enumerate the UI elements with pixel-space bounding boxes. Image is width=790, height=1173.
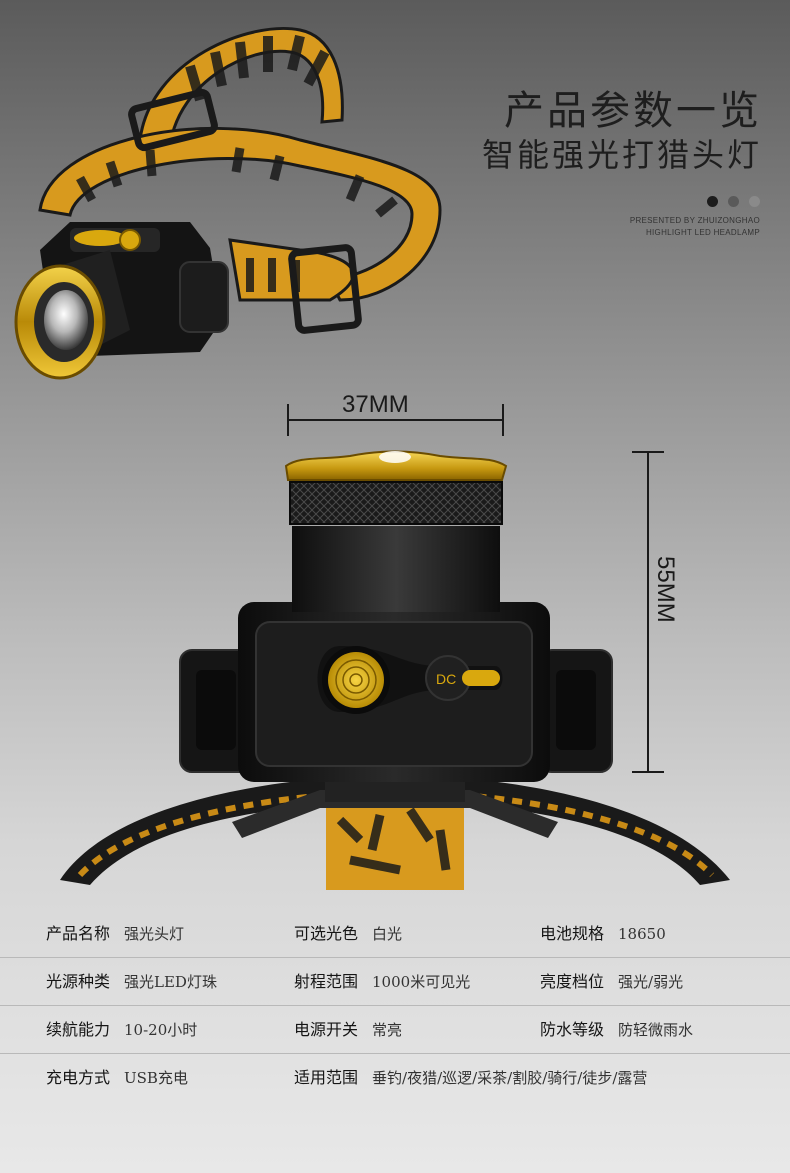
- spec-value: 18650: [618, 925, 666, 943]
- presented-by: PRESENTED BY ZHUIZONGHAO HIGHLIGHT LED H…: [630, 215, 760, 239]
- page-subtitle: 智能强光打猎头灯: [481, 136, 762, 174]
- spec-cell: 适用范围垂钓/夜猎/巡逻/采茶/割胶/骑行/徒步/露营: [294, 1054, 647, 1102]
- spec-cell: 亮度档位强光/弱光: [540, 958, 683, 1006]
- spec-key: 光源种类: [46, 972, 111, 991]
- spec-value: 强光头灯: [124, 925, 185, 943]
- headlamp-top-image: [14, 27, 442, 380]
- spec-key: 可选光色: [294, 924, 359, 943]
- dot-1: [707, 196, 718, 207]
- spec-key: 防水等级: [540, 1020, 605, 1039]
- spec-cell: 续航能力 10-20小时: [46, 1006, 197, 1054]
- spec-key: 充电方式: [46, 1068, 111, 1087]
- table-row: 充电方式 USB充电 适用范围垂钓/夜猎/巡逻/采茶/割胶/骑行/徒步/露营: [0, 1054, 790, 1102]
- dot-3: [749, 196, 760, 207]
- spec-key: 适用范围: [294, 1068, 359, 1087]
- spec-value: 10-20小时: [124, 1021, 198, 1039]
- dc-port-label: DC: [436, 671, 456, 687]
- spec-value: 垂钓/夜猎/巡逻/采茶/割胶/骑行/徒步/露营: [372, 1069, 648, 1087]
- spec-cell: 电源开关常亮: [294, 1006, 402, 1054]
- spec-key: 亮度档位: [540, 972, 605, 991]
- spec-cell: 防水等级防轻微雨水: [540, 1006, 693, 1054]
- spec-value: 1000米可见光: [372, 973, 471, 991]
- spec-key: 射程范围: [294, 972, 359, 991]
- dimension-lines: [287, 404, 664, 773]
- spec-cell: 射程范围 1000米可见光: [294, 958, 470, 1006]
- spec-value: 强光LED灯珠: [124, 973, 217, 991]
- spec-key: 续航能力: [46, 1020, 111, 1039]
- spec-key: 产品名称: [46, 924, 111, 943]
- table-row: 续航能力 10-20小时 电源开关常亮 防水等级防轻微雨水: [0, 1006, 790, 1054]
- spec-table: 产品名称强光头灯 可选光色白光 电池规格 18650 光源种类强光LED灯珠 射程…: [0, 910, 790, 1102]
- spec-cell: 产品名称强光头灯: [46, 910, 184, 958]
- spec-cell: 电池规格 18650: [540, 910, 666, 958]
- width-dimension: 37MM: [342, 391, 409, 418]
- page-title: 产品参数一览: [504, 88, 762, 134]
- headlamp-front-image: DC: [60, 450, 730, 890]
- decorative-dots: [707, 196, 760, 207]
- spec-cell: 可选光色白光: [294, 910, 402, 958]
- spec-cell: 光源种类强光LED灯珠: [46, 958, 217, 1006]
- dot-2: [728, 196, 739, 207]
- table-row: 产品名称强光头灯 可选光色白光 电池规格 18650: [0, 910, 790, 958]
- spec-value: 防轻微雨水: [618, 1021, 694, 1039]
- spec-value: USB充电: [124, 1069, 188, 1087]
- spec-value: 白光: [372, 925, 403, 943]
- spec-value: 强光/弱光: [618, 973, 684, 991]
- presented-line-1: PRESENTED BY ZHUIZONGHAO: [629, 216, 760, 225]
- presented-line-2: HIGHLIGHT LED HEADLAMP: [645, 228, 760, 237]
- spec-value: 常亮: [372, 1021, 403, 1039]
- spec-key: 电源开关: [294, 1020, 359, 1039]
- spec-key: 电池规格: [540, 924, 605, 943]
- spec-cell: 充电方式 USB充电: [46, 1054, 188, 1102]
- table-row: 光源种类强光LED灯珠 射程范围 1000米可见光 亮度档位强光/弱光: [0, 958, 790, 1006]
